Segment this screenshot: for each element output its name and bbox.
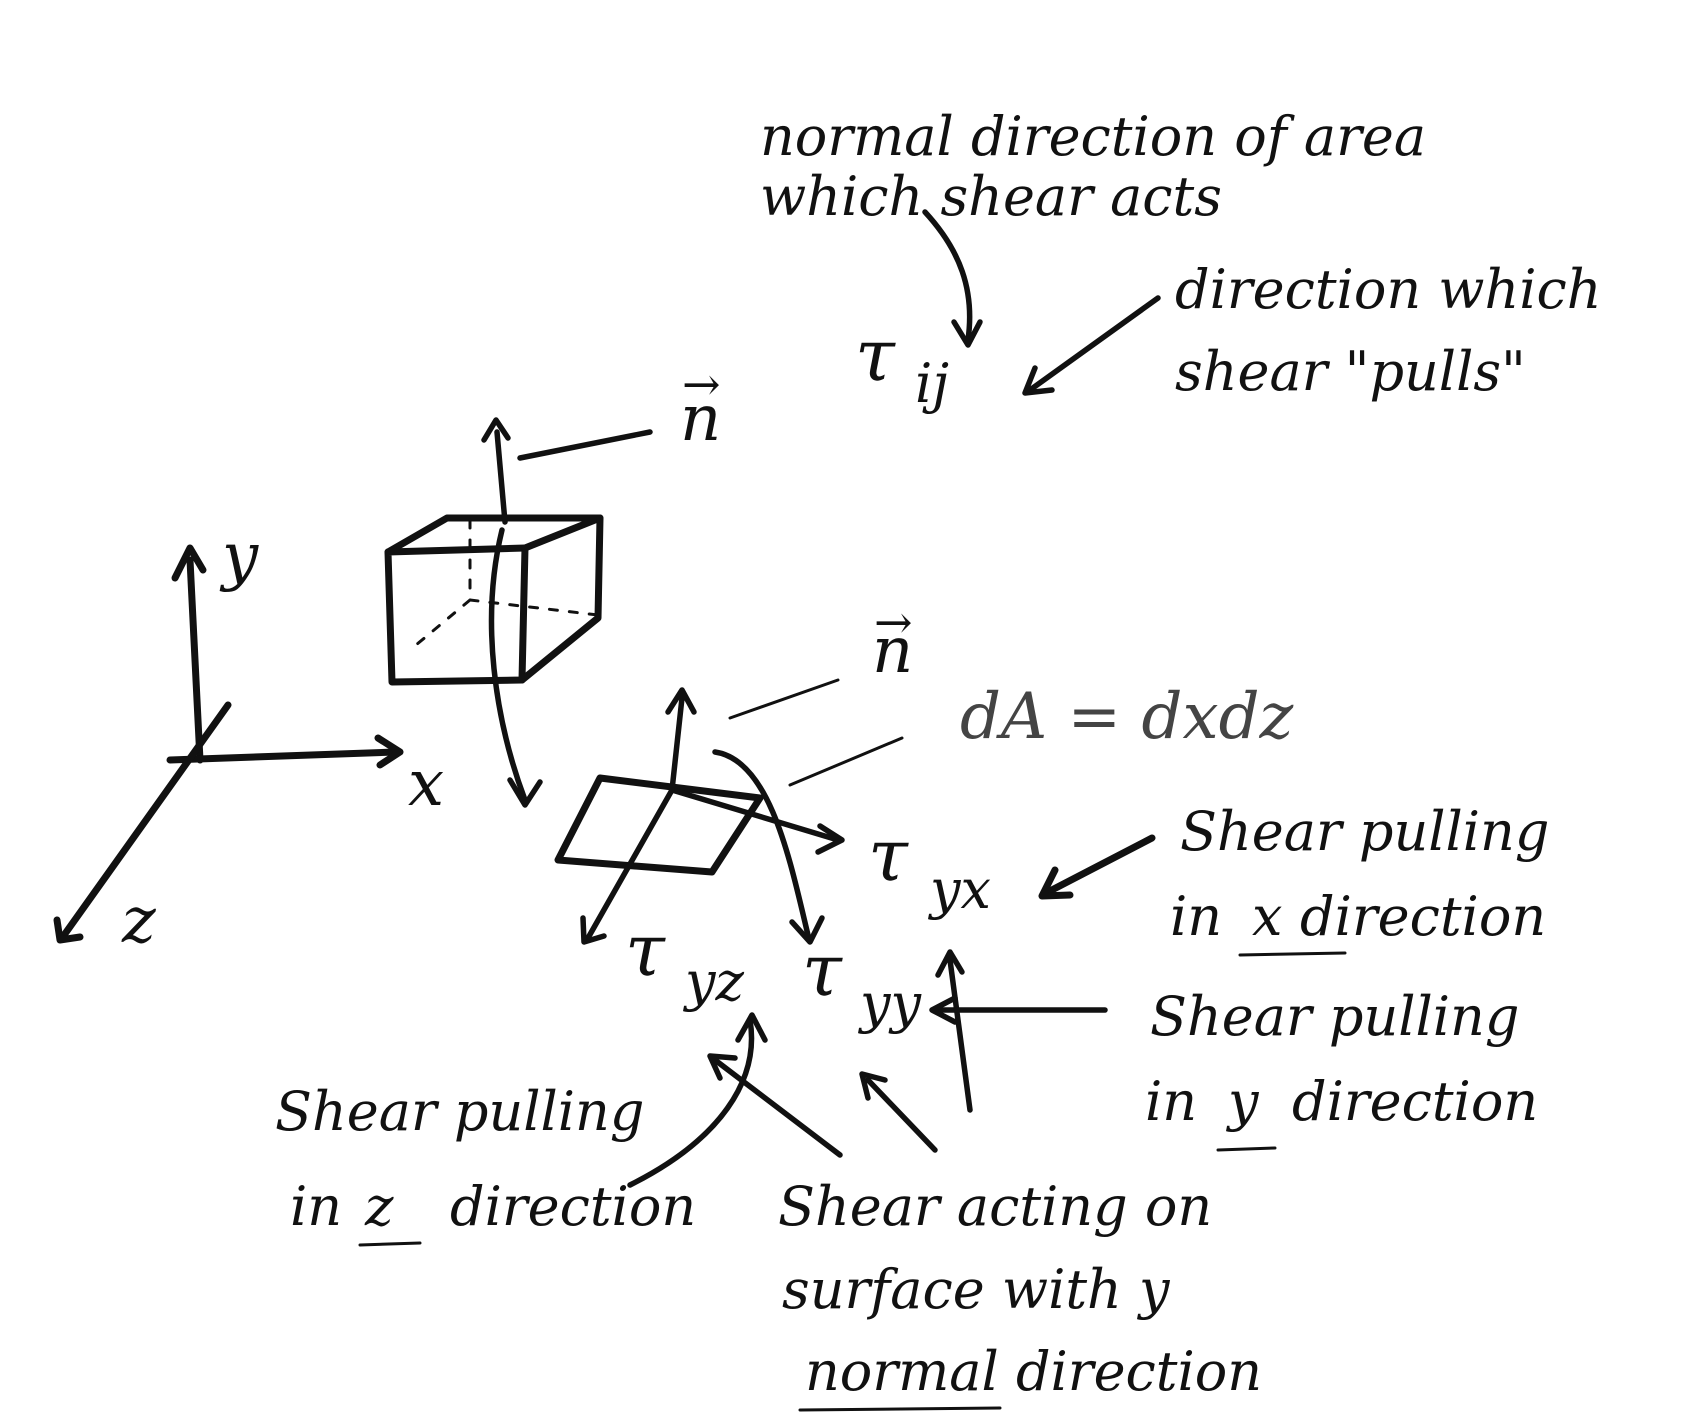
tau-ij-subscript: ij [915, 352, 949, 415]
pull-direction-note-line2: shear "pulls" [1175, 340, 1526, 403]
plane-surface: n → dA = dxdz [554, 595, 1295, 945]
cube-to-plane-arrowhead [507, 777, 543, 808]
plane-z-arrow [585, 787, 675, 941]
z-direction-note-pre: in [290, 1175, 342, 1238]
tau-yy-symbol: τ [802, 928, 843, 1012]
plane-outline [554, 774, 764, 876]
cube-top-face [384, 514, 604, 556]
plane-x-arrowhead [815, 823, 845, 855]
plane-normal-arrowhead [665, 687, 697, 715]
surface-note-line1: Shear acting on [778, 1175, 1212, 1238]
tau-yx-group: τ yx Shear pulling in x direction [868, 800, 1549, 957]
cube-normal-arrowhead [481, 417, 511, 443]
tau-yz-symbol: τ [625, 908, 666, 992]
plane-z-arrowhead [580, 915, 607, 945]
normal-direction-note-line1: normal direction of area [760, 105, 1426, 168]
normal-note-arrow [922, 209, 973, 343]
n-label-pointer-line [517, 429, 653, 461]
surface-note-arrowhead-yy [859, 1071, 888, 1101]
z-axis-arrowhead [53, 916, 84, 944]
cube-normal-arrow-line [494, 429, 508, 525]
surface-note-underline [798, 1406, 1002, 1412]
tau-yz-subscript: yz [683, 950, 745, 1013]
z-direction-underline [358, 1241, 422, 1247]
z-note-arrow [627, 1017, 755, 1188]
n-plane-label: n [872, 614, 913, 688]
coordinate-axes: y x z [53, 520, 444, 958]
pull-note-arrow [1027, 295, 1161, 393]
tau-yy-vertical-arrow [947, 957, 973, 1113]
cube-right-face [518, 514, 604, 684]
cube-to-plane-arrow [488, 527, 528, 803]
tau-ij-notation: τ ij normal direction of area which shea… [760, 105, 1602, 415]
plane-n-pointer [728, 678, 840, 720]
y-direction-note-pre: in [1145, 1070, 1197, 1133]
tau-yz-group: τ yz Shear pulling in z direction [275, 908, 768, 1247]
pull-note-arrowhead [1022, 365, 1055, 396]
plane-da-pointer [788, 736, 904, 787]
y-note-arrowhead [929, 995, 958, 1025]
x-direction-note-line1: Shear pulling [1180, 800, 1549, 863]
plane-normal-line [669, 695, 685, 793]
x-direction-note-post: direction [1300, 885, 1546, 948]
x-axis-label: x [408, 747, 444, 821]
surface-note-line3: normal direction [805, 1340, 1262, 1403]
x-axis-line [166, 748, 399, 764]
z-direction-note-post: direction [450, 1175, 696, 1238]
x-direction-note-pre: in [1170, 885, 1222, 948]
y-direction-note-line1: Shear pulling [1150, 985, 1519, 1048]
pull-direction-note-line1: direction which [1175, 258, 1602, 321]
tau-yx-subscript: yx [928, 858, 991, 921]
tau-ij-symbol: τ [855, 313, 896, 397]
z-note-arrowhead [735, 1012, 768, 1043]
plane-x-arrow [669, 787, 841, 843]
tau-yy-subscript: yy [858, 972, 923, 1035]
normal-note-arrowhead [951, 319, 983, 348]
z-direction-note-axis: z [364, 1175, 394, 1238]
cube-element: n → [384, 357, 721, 686]
x-direction-underline [1238, 951, 1347, 957]
z-axis-line [58, 701, 232, 942]
y-direction-underline [1216, 1146, 1277, 1152]
plane-y-curve-arrowhead [789, 915, 825, 945]
tau-yy-group: τ yy Shear pulling in y direction [802, 928, 1538, 1152]
n-top-vector-mark: → [682, 357, 721, 411]
surface-note-line2: surface with y [782, 1258, 1171, 1321]
y-direction-note-axis: y [1226, 1070, 1260, 1133]
y-axis-arrowhead [171, 544, 207, 582]
y-direction-note-post: direction [1292, 1070, 1538, 1133]
x-note-arrowhead [1038, 866, 1074, 900]
x-note-arrow [1044, 834, 1156, 896]
n-top-label: n [680, 382, 721, 456]
plane-y-curve-arrow [712, 749, 811, 938]
cube-hidden-edges [408, 518, 600, 652]
cube-front-face [384, 544, 529, 686]
tau-yy-vertical-arrowhead [935, 949, 965, 978]
x-axis-arrowhead [374, 734, 404, 769]
z-direction-note-line1: Shear pulling [275, 1080, 644, 1143]
surface-note-group: Shear acting on surface with y normal di… [707, 1053, 1262, 1412]
surface-note-arrow-to-yy [865, 1077, 938, 1153]
normal-direction-note-line2: which shear acts [760, 165, 1222, 228]
surface-note-arrowhead-yz [707, 1053, 738, 1081]
z-axis-label: z [121, 884, 157, 958]
tau-yx-symbol: τ [868, 813, 909, 897]
surface-note-arrow-to-yz [712, 1057, 843, 1158]
y-axis-line [186, 556, 204, 764]
y-axis-label: y [219, 520, 259, 594]
x-direction-note-axis: x [1252, 885, 1282, 948]
area-formula: dA = dxdz [960, 680, 1295, 754]
n-plane-vector-mark: → [874, 595, 913, 649]
